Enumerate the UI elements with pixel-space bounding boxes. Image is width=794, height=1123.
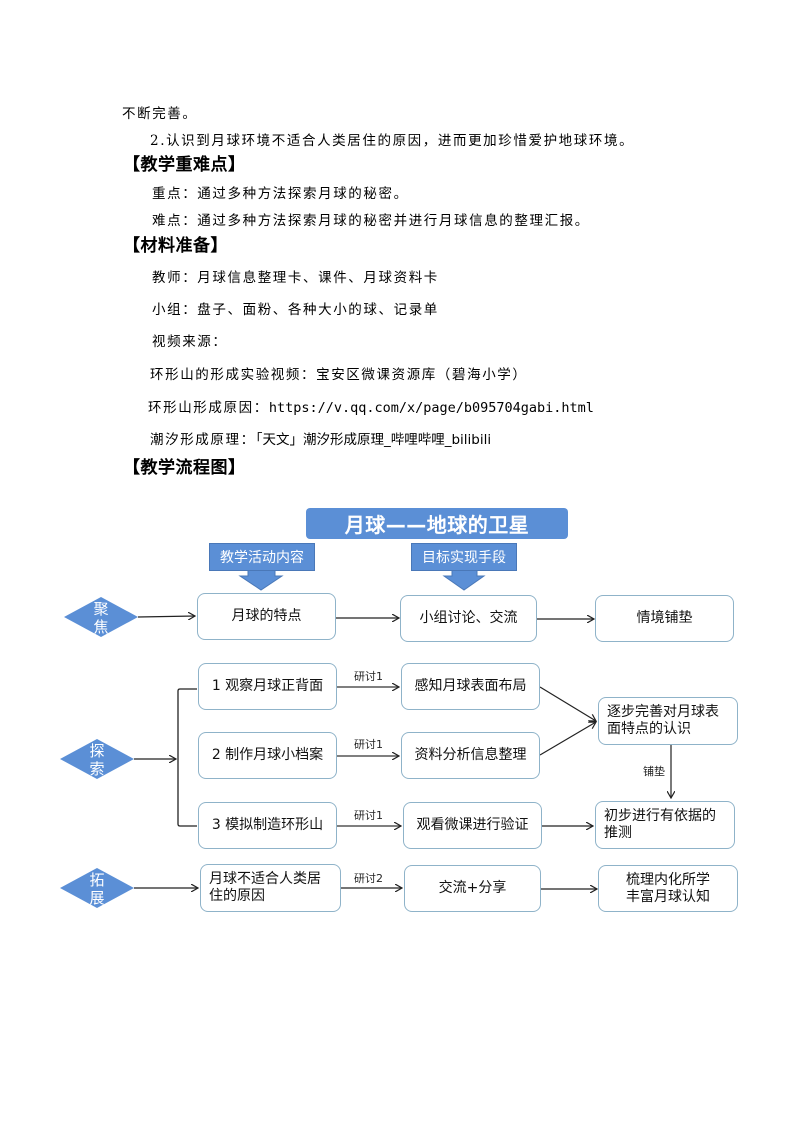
extend-goal-box: 梳理内化所学丰富月球认知 bbox=[598, 865, 738, 912]
explore-activity-2: 2 制作月球小档案 bbox=[198, 732, 337, 779]
callout-arrow-activity bbox=[238, 569, 284, 591]
heading-flowchart: 【教学流程图】 bbox=[123, 458, 246, 478]
difficult-point: 难点：通过多种方法探索月球的秘密并进行月球信息的整理汇报。 bbox=[152, 213, 590, 229]
video-source-2-label: 环形山形成原因： bbox=[148, 400, 269, 416]
video-source-3-label: 潮汐形成原理： bbox=[150, 432, 256, 448]
key-point: 重点：通过多种方法探索月球的秘密。 bbox=[152, 186, 409, 202]
extend-means-box: 交流+分享 bbox=[404, 865, 541, 912]
column-header-activity-label: 教学活动内容 bbox=[209, 543, 315, 571]
column-header-activity: 教学活动内容 bbox=[209, 543, 315, 571]
explore-goal-bottom: 初步进行有依据的推测 bbox=[595, 801, 735, 849]
video-source-2-url[interactable]: https://v.qq.com/x/page/b095704gabi.html bbox=[268, 400, 594, 416]
arrow-focus-to-activity bbox=[137, 616, 195, 617]
stage-explore-char-2: 索 bbox=[89, 760, 105, 778]
focus-activity-box: 月球的特点 bbox=[197, 593, 336, 640]
arrow-means1-to-goal bbox=[539, 686, 596, 721]
extend-activity-box: 月球不适合人类居住的原因 bbox=[200, 864, 341, 912]
explore-means-3: 观看微课进行验证 bbox=[403, 802, 542, 849]
stage-focus-label: 聚 焦 bbox=[91, 600, 111, 636]
video-source-2: 环形山形成原因：https://v.qq.com/x/page/b095704g… bbox=[148, 396, 594, 416]
heading-materials: 【材料准备】 bbox=[123, 236, 228, 256]
stage-focus-diamond bbox=[64, 597, 138, 637]
stage-extend-diamond bbox=[60, 868, 134, 908]
video-source-3-value[interactable]: 「天文」潮汐形成原理_哔哩哔哩_bilibili bbox=[255, 432, 492, 448]
group-materials: 小组：盘子、面粉、各种大小的球、记录单 bbox=[152, 302, 439, 318]
video-source-1: 环形山的形成实验视频：宝安区微课资源库（碧海小学） bbox=[150, 367, 528, 383]
explore-means-1: 感知月球表面布局 bbox=[401, 663, 540, 710]
column-header-means: 目标实现手段 bbox=[411, 543, 517, 571]
goal-2: 2.认识到月球环境不适合人类居住的原因，进而更加珍惜爱护地球环境。 bbox=[150, 133, 635, 149]
flowchart-title: 月球——地球的卫星 bbox=[306, 508, 568, 539]
edge-label-extend: 研讨2 bbox=[354, 872, 383, 885]
explore-activity-3: 3 模拟制造环形山 bbox=[198, 802, 337, 849]
focus-goal-box: 情境铺垫 bbox=[595, 595, 734, 642]
stage-extend-char-2: 展 bbox=[89, 889, 105, 907]
stage-explore-diamond bbox=[60, 739, 134, 779]
edge-label-pave: 铺垫 bbox=[643, 765, 665, 778]
heading-key-points: 【教学重难点】 bbox=[123, 155, 246, 175]
callout-arrow-means bbox=[442, 569, 486, 591]
edge-label-explore-2: 研讨1 bbox=[354, 738, 383, 751]
stage-explore-label: 探 索 bbox=[87, 742, 107, 778]
explore-activity-1: 1 观察月球正背面 bbox=[198, 663, 337, 710]
stage-extend-char-1: 拓 bbox=[89, 871, 105, 889]
explore-means-2: 资料分析信息整理 bbox=[401, 732, 540, 779]
arrow-means2-to-goal bbox=[539, 722, 596, 756]
stage-extend-label: 拓 展 bbox=[87, 871, 107, 907]
focus-means-box: 小组讨论、交流 bbox=[400, 595, 537, 642]
video-sources-label: 视频来源： bbox=[152, 334, 228, 350]
teacher-materials: 教师：月球信息整理卡、课件、月球资料卡 bbox=[152, 270, 439, 286]
stage-focus-char-1: 聚 bbox=[93, 600, 109, 618]
explore-bracket bbox=[177, 688, 197, 827]
stage-focus-char-2: 焦 bbox=[93, 618, 109, 636]
explore-goal-top: 逐步完善对月球表面特点的认识 bbox=[598, 697, 738, 745]
edge-label-explore-3: 研讨1 bbox=[354, 809, 383, 822]
text-line-continued: 不断完善。 bbox=[122, 106, 198, 122]
stage-explore-char-1: 探 bbox=[89, 742, 105, 760]
column-header-means-label: 目标实现手段 bbox=[411, 543, 517, 571]
video-source-3: 潮汐形成原理：「天文」潮汐形成原理_哔哩哔哩_bilibili bbox=[150, 428, 491, 448]
edge-label-explore-1: 研讨1 bbox=[354, 670, 383, 683]
